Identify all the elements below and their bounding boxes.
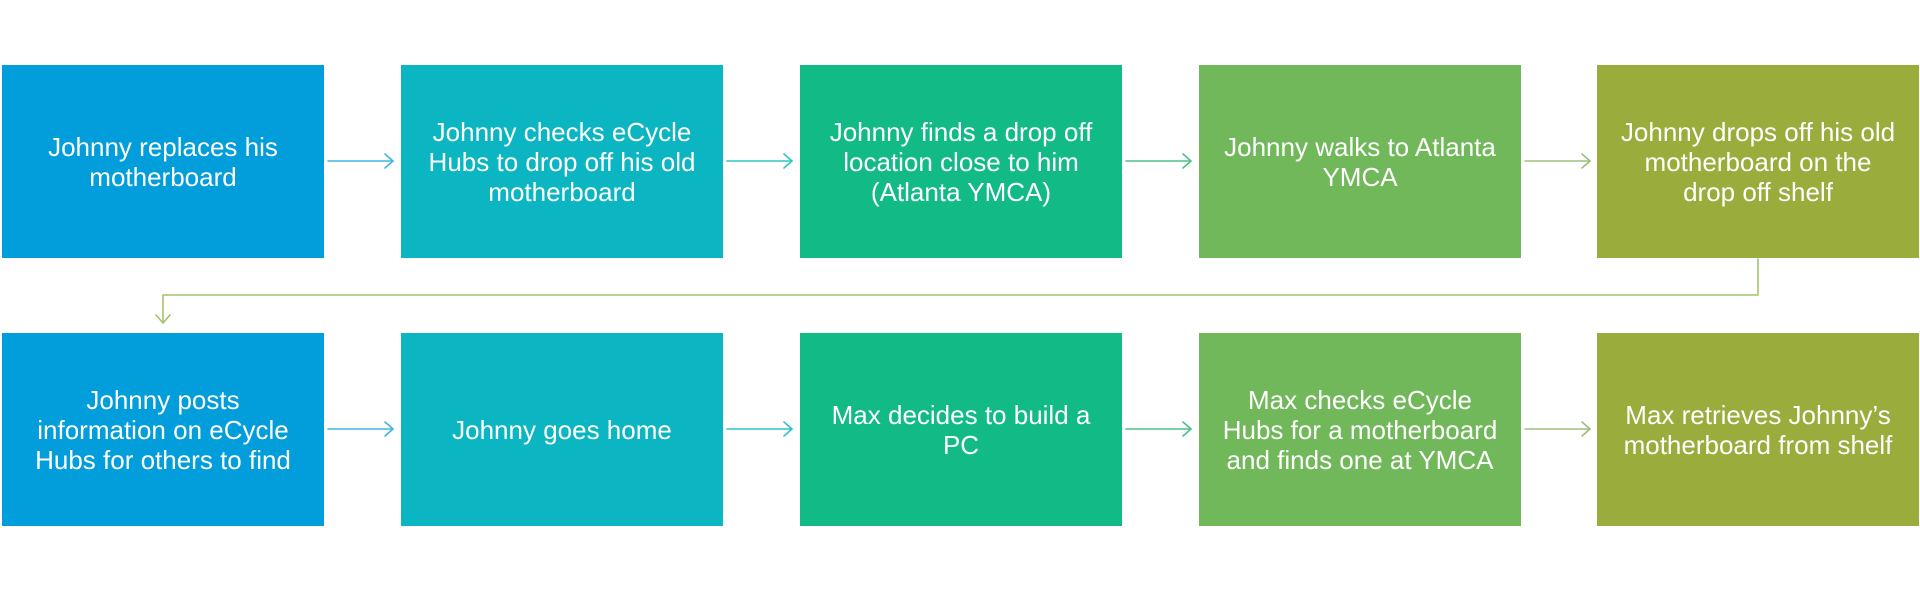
arrow-1-to-2 — [327, 153, 394, 169]
step-2-label: Johnny checks eCycle Hubs to drop off hi… — [428, 116, 696, 207]
step-6-label: Johnny posts information on eCycle Hubs … — [35, 384, 291, 475]
step-5-label: Johnny drops off his old motherboard on … — [1620, 116, 1896, 207]
step-8-box: Max decides to build a PC — [800, 333, 1122, 526]
step-8-label: Max decides to build a PC — [831, 399, 1091, 460]
step-3-label: Johnny finds a drop off location close t… — [829, 116, 1093, 207]
step-2-box: Johnny checks eCycle Hubs to drop off hi… — [401, 65, 723, 258]
arrow-4-to-5 — [1524, 153, 1591, 169]
step-9-label: Max checks eCycle Hubs for a motherboard… — [1222, 384, 1498, 475]
step-4-box: Johnny walks to Atlanta YMCA — [1199, 65, 1521, 258]
arrow-8-to-9 — [1125, 421, 1192, 437]
arrow-2-to-3 — [726, 153, 793, 169]
arrow-9-to-10 — [1524, 421, 1591, 437]
arrow-3-to-4 — [1125, 153, 1192, 169]
step-4-label: Johnny walks to Atlanta YMCA — [1224, 131, 1496, 192]
step-3-box: Johnny finds a drop off location close t… — [800, 65, 1122, 258]
arrow-7-to-8 — [726, 421, 793, 437]
step-10-label: Max retrieves Johnny’s motherboard from … — [1623, 399, 1893, 460]
step-1-box: Johnny replaces his motherboard — [2, 65, 324, 258]
step-6-box: Johnny posts information on eCycle Hubs … — [2, 333, 324, 526]
step-7-box: Johnny goes home — [401, 333, 723, 526]
arrow-5-to-6-wrap — [155, 258, 1759, 324]
step-9-box: Max checks eCycle Hubs for a motherboard… — [1199, 333, 1521, 526]
arrow-6-to-7 — [327, 421, 394, 437]
step-7-label: Johnny goes home — [452, 414, 672, 445]
step-10-box: Max retrieves Johnny’s motherboard from … — [1597, 333, 1919, 526]
step-1-label: Johnny replaces his motherboard — [48, 131, 278, 192]
step-5-box: Johnny drops off his old motherboard on … — [1597, 65, 1919, 258]
